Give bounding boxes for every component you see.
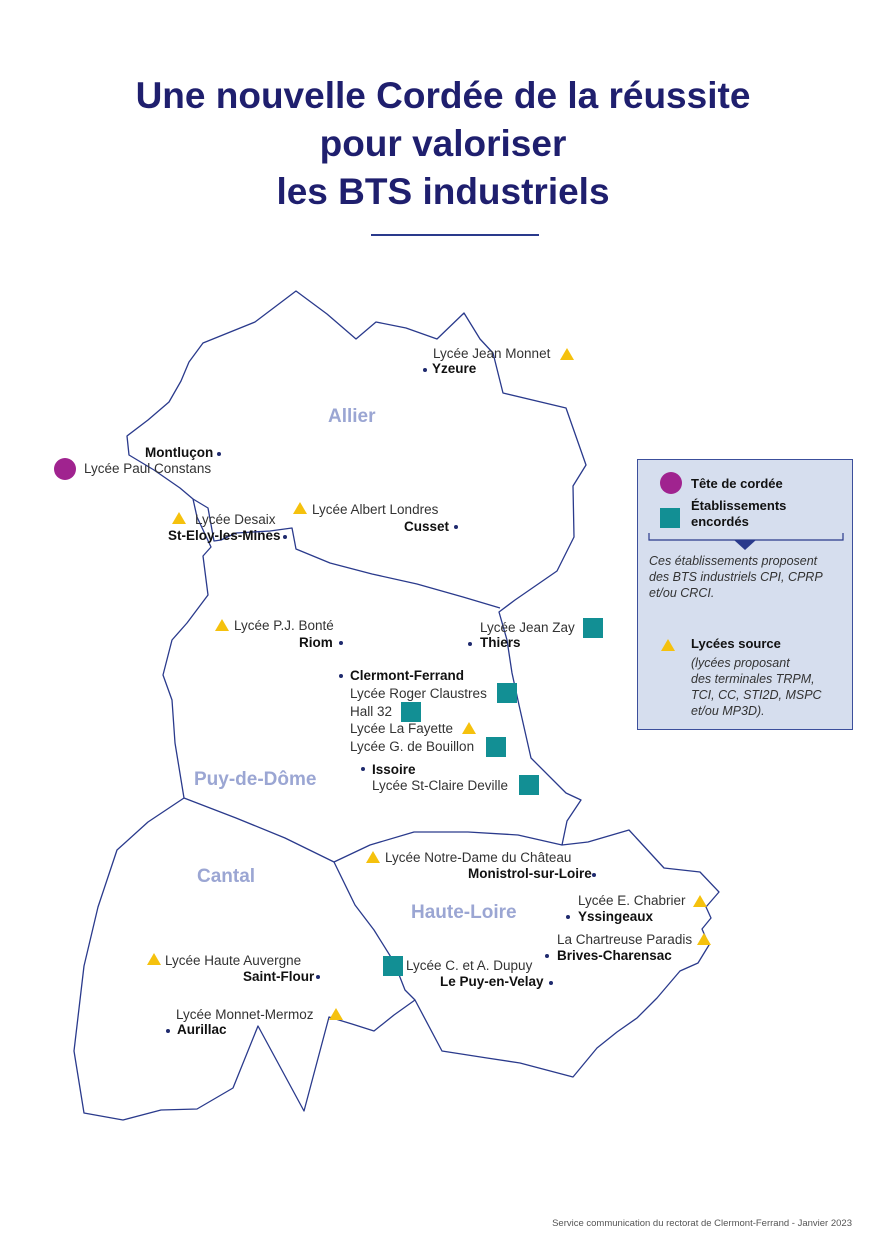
town-dot [316, 975, 320, 979]
lycee-haute-auvergne-label: Lycée Haute Auvergne [165, 953, 302, 968]
footer-credit: Service communication du rectorat de Cle… [552, 1218, 852, 1229]
region-outline [73, 290, 720, 1121]
lycee-desaix-label: Lycée Desaix [195, 512, 276, 527]
town-dot [592, 873, 596, 877]
lycee-monnet-mermoz-label: Lycée Monnet-Mermoz [176, 1007, 314, 1022]
lycee-notre-dame-du-chateau-label: Lycée Notre-Dame du Château [385, 850, 572, 865]
page-title: Une nouvelle Cordée de la réussite pour … [0, 72, 886, 216]
lycee-roger-claustres-label: Lycée Roger Claustres [350, 686, 487, 701]
dept-cantal: Cantal [197, 866, 256, 887]
town-dot [454, 525, 458, 529]
legend-encorde-square [660, 508, 680, 528]
lycee-g-de-bouillon-label: Lycée G. de Bouillon [350, 739, 475, 754]
tete-de-cordee-circle [54, 458, 76, 480]
legend-source-line3: TCI, CC, STI2D, MSPC [691, 688, 822, 702]
town-issoire: Issoire [372, 762, 416, 777]
allier-puydedome-border [192, 498, 501, 609]
legend-source-triangle [661, 639, 675, 651]
encorde-square [383, 956, 403, 976]
dept-haute-loire: Haute-Loire [411, 902, 517, 923]
legend-source-line2: des terminales TRPM, [691, 672, 815, 686]
town-aurillac: Aurillac [177, 1022, 227, 1037]
lycee-la-fayette-label: Lycée La Fayette [350, 721, 454, 736]
legend-source-label: Lycées source [691, 636, 781, 651]
lycee-source-triangle [293, 502, 307, 514]
legend-box: Tête de cordée Établissements encordés C… [637, 459, 853, 730]
title-line-2: pour valoriser [319, 123, 567, 164]
town-saint-flour: Saint-Flour [243, 969, 315, 984]
legend-note-line2: des BTS industriels CPI, CPRP [649, 570, 823, 584]
cantal-hauteloire-border [333, 861, 416, 1001]
encorde-square [401, 702, 421, 722]
lycee-source-triangle [147, 953, 161, 965]
town-yzeure: Yzeure [432, 361, 477, 376]
town-dot [361, 767, 365, 771]
puydedome-cantal-border [183, 797, 335, 863]
title-line-3: les BTS industriels [276, 171, 610, 212]
town-brives-charensac: Brives-Charensac [557, 948, 672, 963]
legend-source-line1: (lycées proposant [691, 656, 790, 670]
town-clermont-ferrand: Clermont-Ferrand [350, 668, 465, 683]
legend-note-line1: Ces établissements proposent [649, 554, 818, 568]
lycee-source-triangle [366, 851, 380, 863]
legend-encordes-line2: encordés [691, 514, 749, 529]
lycee-source-triangle [172, 512, 186, 524]
hall-32-label: Hall 32 [350, 704, 393, 719]
town-dot [217, 452, 221, 456]
encorde-square [519, 775, 539, 795]
lycee-c-et-a-dupuy-label: Lycée C. et A. Dupuy [406, 958, 533, 973]
legend-encordes-line1: Établissements [691, 498, 787, 513]
lycee-source-triangle [693, 895, 707, 907]
lycee-paul-constans-label: Lycée Paul Constans [84, 461, 212, 476]
town-thiers: Thiers [480, 635, 521, 650]
title-line-1: Une nouvelle Cordée de la réussite [135, 75, 751, 116]
legend-note-line3: et/ou CRCI. [649, 586, 715, 600]
town-yssingeaux: Yssingeaux [578, 909, 654, 924]
town-dot [283, 535, 287, 539]
dept-puy-de-dome: Puy-de-Dôme [194, 769, 317, 790]
puydedome-hauteloire-border [333, 831, 563, 863]
town-dot [468, 642, 472, 646]
legend-source-line4: et/ou MP3D). [691, 704, 765, 718]
encorde-square [486, 737, 506, 757]
town-montlucon: Montluçon [145, 445, 214, 460]
lycee-jean-zay-label: Lycée Jean Zay [480, 620, 575, 635]
lycee-jean-monnet-label: Lycée Jean Monnet [433, 346, 551, 361]
legend-tete-label: Tête de cordée [691, 476, 783, 491]
encorde-square [583, 618, 603, 638]
encorde-square [497, 683, 517, 703]
town-monistrol: Monistrol-sur-Loire [468, 866, 592, 881]
lycee-source-triangle [215, 619, 229, 631]
town-st-eloy: St-Eloy-les-Mines [168, 528, 281, 543]
town-dot [339, 674, 343, 678]
town-dot [545, 954, 549, 958]
lycee-source-triangle [329, 1008, 343, 1020]
town-dot [339, 641, 343, 645]
lycee-pj-bonte-label: Lycée P.J. Bonté [234, 618, 334, 633]
lycee-chartreuse-paradis-label: La Chartreuse Paradis [557, 932, 693, 947]
lycee-source-triangle [560, 348, 574, 360]
legend-bracket [648, 533, 844, 550]
lycee-source-triangle [462, 722, 476, 734]
lycee-source-triangle [697, 933, 711, 945]
town-cusset: Cusset [404, 519, 450, 534]
town-dot [549, 981, 553, 985]
lycee-albert-londres-label: Lycée Albert Londres [312, 502, 439, 517]
town-dot [566, 915, 570, 919]
lycee-st-claire-deville-label: Lycée St-Claire Deville [372, 778, 509, 793]
town-le-puy-en-velay: Le Puy-en-Velay [440, 974, 544, 989]
town-riom: Riom [299, 635, 333, 650]
town-dot [423, 368, 427, 372]
legend-tete-circle [660, 472, 682, 494]
town-dot [166, 1029, 170, 1033]
dept-allier: Allier [328, 406, 376, 427]
title-divider [371, 234, 539, 236]
lycee-e-chabrier-label: Lycée E. Chabrier [578, 893, 686, 908]
